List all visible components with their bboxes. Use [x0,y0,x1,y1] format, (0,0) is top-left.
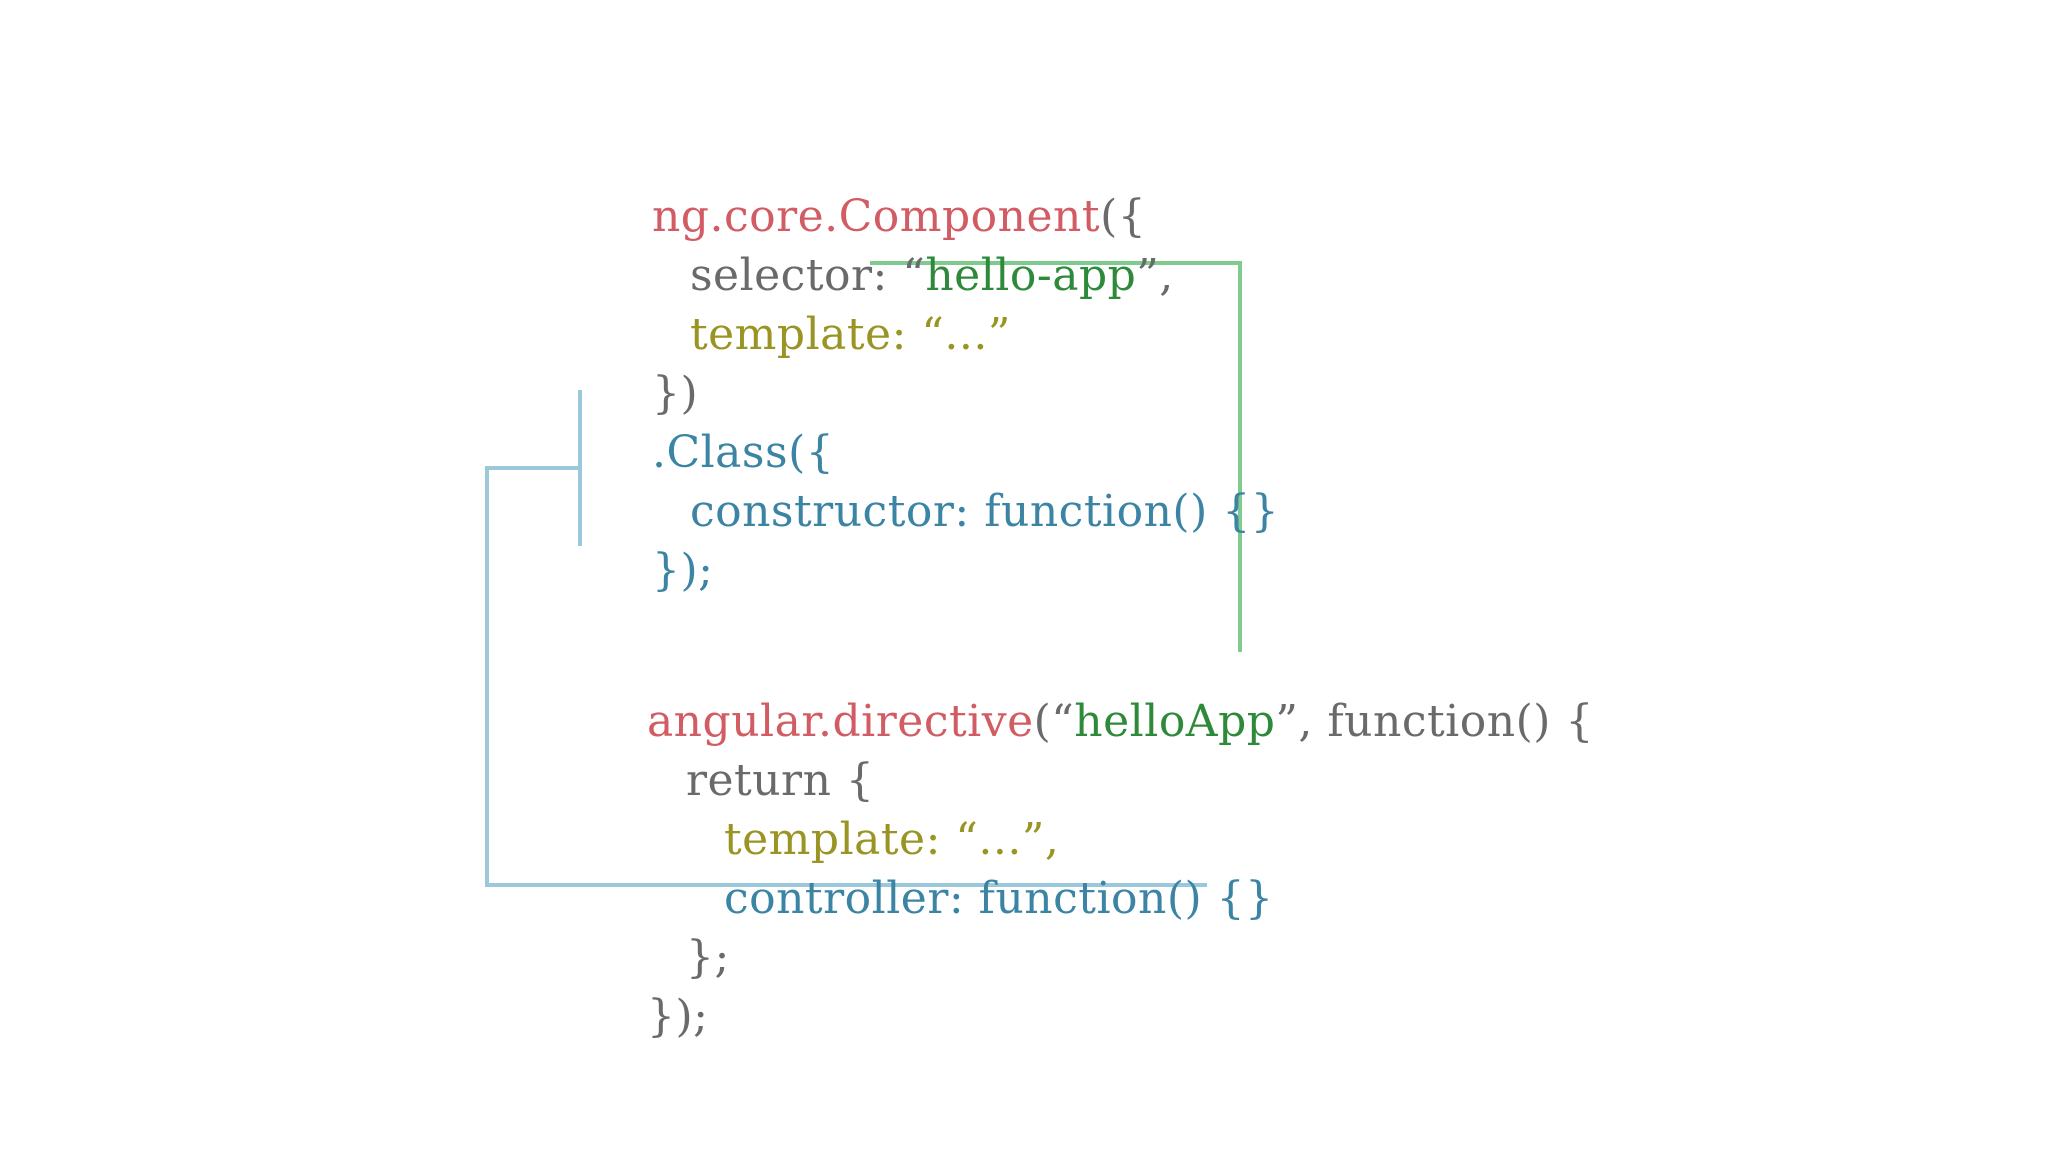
ng2-line-template: template: “...” [632,269,1011,401]
component-open-brace: ({ [1100,191,1147,242]
class-close-brace: }); [651,545,714,596]
ng1-line-directive-close: }); [589,951,708,1083]
ng1-line-directive: angular.directive(“helloApp”, function()… [589,656,1594,788]
template-property: template: “...”, [723,814,1060,865]
return-close-brace: }; [685,932,730,983]
directive-function: ”, function() { [1275,696,1594,747]
selector-value: hello-app [925,250,1137,301]
ng1-line-template: template: “...”, [666,774,1059,906]
selector-key: selector: [689,250,903,301]
return-statement: return { [685,755,875,806]
class-call: .Class({ [651,427,835,478]
ng2-line-class: .Class({ [594,387,834,519]
ng1-line-return: return { [628,715,874,847]
ng2-line-component: ng.core.Component({ [594,151,1146,283]
ng2-line-component-close: }) [594,328,698,460]
component-namespace: ng.core.Component [651,191,1101,242]
directive-close-brace: }); [646,991,709,1042]
selector-quote-close: ”, [1136,250,1174,301]
selector-quote-open: “ [902,250,926,301]
controller-property: controller: function() {} [723,873,1274,924]
ng1-line-controller: controller: function() {} [666,833,1274,965]
directive-quote-open: (“ [1033,696,1075,747]
template-property: template: “...” [689,309,1011,360]
ng2-line-selector: selector: “hello-app”, [632,210,1174,342]
ng2-line-constructor: constructor: function() {} [632,446,1279,578]
ng2-line-class-close: }); [594,505,713,637]
component-close-brace: }) [651,368,699,419]
constructor-property: constructor: function() {} [689,486,1280,537]
directive-namespace: angular.directive [646,696,1034,747]
directive-name: helloApp [1074,696,1276,747]
ng1-line-return-close: }; [628,892,730,1024]
